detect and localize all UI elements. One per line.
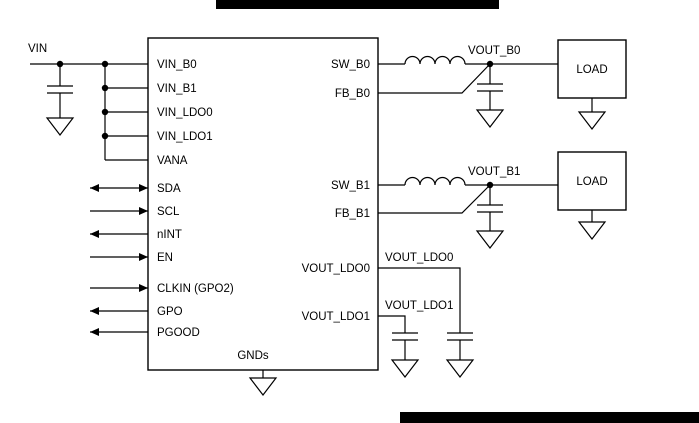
input-section: VIN (28, 43, 148, 161)
fb-b0-wire (378, 63, 491, 94)
load0-box (557, 39, 627, 99)
vout-ldo1-wire (378, 315, 406, 333)
buck1-output: VOUT_B1 LOAD (378, 151, 627, 249)
junction-dot (101, 84, 109, 92)
ic-pin-label-en: EN (157, 252, 173, 264)
capacitor-icon (392, 332, 418, 360)
junction-dot (101, 108, 109, 116)
fb-b1-wire (378, 184, 491, 214)
ic-pin-label-gpo: GPO (157, 306, 183, 318)
ic-ground (248, 370, 278, 396)
ic-pin-label-gnds: GNDs (237, 350, 269, 362)
ic-pin-label-fb-b1: FB_B1 (335, 208, 370, 220)
ic-pin-label-sw-b1: SW_B1 (331, 180, 370, 192)
ic: VIN_B0 VIN_B1 VIN_LDO0 VIN_LDO1 VANA SDA… (147, 37, 379, 371)
ldo-outputs: VOUT_LDO0 VOUT_LDO1 (378, 252, 475, 378)
ic-pin-label-vin-b1: VIN_B1 (157, 83, 197, 95)
pgood-output-arrow-icon (90, 328, 99, 336)
ic-pin-label-sw-b0: SW_B0 (331, 59, 370, 71)
capacitor-icon (47, 64, 73, 118)
capacitor-icon (477, 64, 503, 110)
input-capacitor-icon (47, 64, 73, 118)
buck0-output: VOUT_B0 LOAD (378, 39, 627, 130)
vout-b1-net-label: VOUT_B1 (468, 166, 520, 178)
ground-icon (577, 221, 607, 240)
vout-ldo1-net-label: VOUT_LDO1 (385, 300, 453, 312)
ground-icon (45, 117, 75, 136)
load1-box (557, 151, 627, 211)
ic-pin-label-sda: SDA (157, 183, 181, 195)
ic-pin-label-vout-ldo1: VOUT_LDO1 (302, 311, 370, 323)
ic-pin-label-clkin: CLKIN (GPO2) (157, 283, 234, 295)
capacitor-icon (477, 185, 503, 231)
ic-pin-label-nint: nINT (157, 229, 182, 241)
load0-label: LOAD (576, 64, 607, 76)
en-input-arrow-icon (139, 253, 148, 261)
load1-label: LOAD (576, 176, 607, 188)
nint-output-arrow-icon (90, 230, 99, 238)
ic-pin-label-vana: VANA (157, 155, 188, 167)
vout-ldo0-net-label: VOUT_LDO0 (385, 252, 453, 264)
ground-icon (577, 111, 607, 130)
inductor-icon (404, 55, 466, 65)
junction-dot (101, 132, 109, 140)
ic-pin-label-scl: SCL (157, 206, 180, 218)
vin-net-label: VIN (28, 43, 47, 55)
ground-icon (390, 359, 420, 378)
scl-input-arrow-icon (139, 207, 148, 215)
ic-pin-label-vout-ldo0: VOUT_LDO0 (302, 263, 370, 275)
top-rule-bar (216, 0, 499, 9)
ground-icon (475, 109, 505, 128)
ic-pin-label-pgood: PGOOD (157, 327, 200, 339)
ic-pin-label-vin-ldo1: VIN_LDO1 (157, 131, 213, 143)
vout-ldo0-wire (378, 267, 461, 333)
inductor-icon (404, 176, 466, 186)
clkin-input-arrow-icon (139, 284, 148, 292)
ic-pin-label-fb-b0: FB_B0 (335, 88, 370, 100)
ground-icon (248, 377, 278, 396)
sda-left-arrow-icon (90, 184, 99, 192)
capacitor-icon (447, 332, 473, 360)
control-signal-arrows (90, 184, 148, 336)
gpo-output-arrow-icon (90, 307, 99, 315)
ic-pin-label-vin-b0: VIN_B0 (157, 59, 197, 71)
junction-dot (101, 60, 109, 68)
ic-outline (147, 37, 379, 371)
sda-right-arrow-icon (139, 184, 148, 192)
bottom-rule-bar (400, 412, 699, 423)
ic-pin-label-vin-ldo0: VIN_LDO0 (157, 107, 213, 119)
ground-icon (475, 230, 505, 249)
ground-icon (445, 359, 475, 378)
vout-b0-net-label: VOUT_B0 (468, 45, 520, 57)
